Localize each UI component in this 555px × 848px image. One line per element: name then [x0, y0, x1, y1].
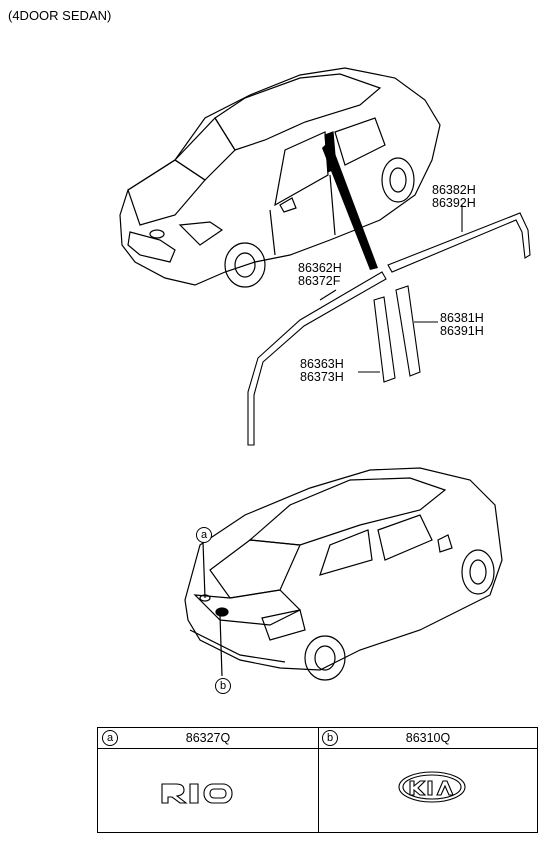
emblem-parts-table: a 86327Q b 86310Q	[97, 727, 538, 833]
part-number-label: 86381H 86391H	[440, 312, 484, 338]
part-number: 86391H	[440, 324, 484, 338]
marker-a: a	[102, 730, 118, 746]
part-number: 86363H	[300, 357, 344, 371]
part-number: 86381H	[440, 311, 484, 325]
part-number-label: 86363H 86373H	[300, 358, 344, 384]
table-header-b: b 86310Q	[318, 728, 538, 748]
diagram-title: (4DOOR SEDAN)	[8, 8, 112, 23]
part-number: 86372F	[298, 274, 341, 288]
table-divider	[318, 728, 319, 832]
part-number: 86373H	[300, 370, 344, 384]
molding-parts	[247, 205, 531, 446]
table-divider	[98, 748, 537, 749]
part-number: 86392H	[432, 196, 476, 210]
part-number-label: 86362H 86372F	[298, 262, 342, 288]
callout-a: a	[196, 527, 212, 543]
part-number-label: 86382H 86392H	[432, 184, 476, 210]
part-number: 86310Q	[405, 731, 451, 745]
part-number: 86327Q	[185, 731, 231, 745]
front-car-illustration	[119, 67, 441, 288]
table-header-a: a 86327Q	[98, 728, 318, 748]
part-number: 86362H	[298, 261, 342, 275]
rear-car-illustration	[184, 467, 503, 681]
rio-emblem-art	[161, 783, 233, 804]
part-number: 86382H	[432, 183, 476, 197]
marker-b: b	[322, 730, 338, 746]
callout-b: b	[215, 678, 231, 694]
leader-wedge	[322, 140, 378, 270]
kia-emblem-art	[398, 771, 466, 803]
